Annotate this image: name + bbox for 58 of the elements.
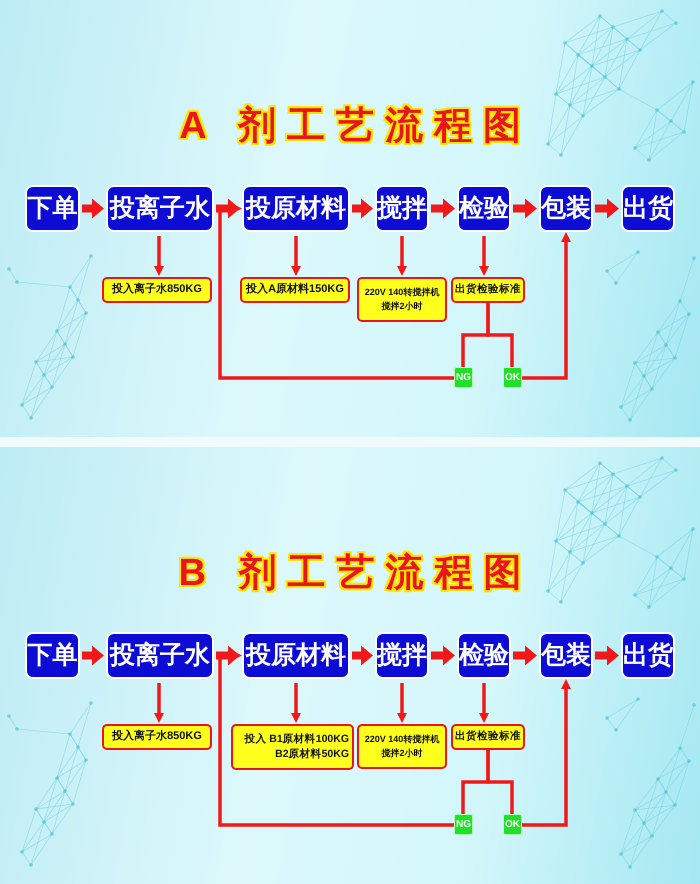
note-text: 220V 140转搅拌机 [364, 733, 440, 746]
arrow [431, 646, 455, 666]
process-step-box: 出货 [621, 185, 675, 232]
arrow [397, 236, 407, 276]
arrow [479, 683, 489, 723]
arrow [522, 232, 571, 380]
arrow [154, 683, 164, 723]
process-step-box: 检验 [457, 185, 511, 232]
note-box: 出货检验标准 [451, 277, 525, 303]
arrow [218, 650, 454, 827]
arrow [513, 646, 537, 666]
note-text: 220V 140转搅拌机 [364, 286, 440, 300]
note-box: 投入离子水850KG [102, 724, 212, 750]
process-step-box: 下单 [25, 185, 80, 232]
process-step-box: 投原材料 [242, 632, 350, 679]
arrow [218, 204, 454, 380]
process-step-box: 搅拌 [375, 632, 429, 679]
arrow [291, 683, 301, 723]
connector-line [486, 750, 514, 814]
note-text: 搅拌2小时 [381, 300, 422, 312]
process-step-box: 搅拌 [375, 185, 429, 232]
arrow [595, 646, 619, 666]
process-step-box: 投离子水 [106, 185, 214, 232]
note-box [357, 277, 447, 322]
process-step-box: 出货 [621, 632, 675, 679]
flow-panel [0, 447, 700, 884]
note-box: 投入 B1原材料100KG B2原材料50KG [231, 724, 354, 770]
arrow [522, 679, 571, 827]
process-step-box: 投离子水 [106, 632, 214, 679]
panel-title: B 剂工艺流程图 [178, 551, 532, 596]
arrow [397, 683, 407, 723]
result-tag: OK [503, 814, 522, 835]
process-step-box: 包装 [539, 632, 593, 679]
connector-line [486, 303, 514, 367]
note-box [357, 724, 447, 769]
result-tag: NG [454, 367, 473, 388]
arrow [154, 236, 164, 276]
note-text: 搅拌2小时 [381, 746, 422, 760]
flow-panel [0, 0, 700, 437]
process-step-box: 下单 [25, 632, 80, 679]
process-step-box: 包装 [539, 185, 593, 232]
arrow [352, 646, 373, 666]
note-box: 出货检验标准 [451, 724, 525, 750]
arrow [82, 198, 104, 218]
arrow [82, 646, 104, 666]
arrow [513, 198, 537, 218]
note-box: 投入离子水850KG [102, 277, 212, 303]
arrow [479, 236, 489, 276]
panel-title: A 剂工艺流程图 [178, 104, 532, 149]
result-tag: NG [454, 814, 473, 835]
arrow [291, 236, 301, 276]
process-step-box: 检验 [457, 632, 511, 679]
arrow [595, 198, 619, 218]
arrow [352, 198, 373, 218]
arrow [431, 198, 455, 218]
note-box: 投入A原材料150KG [240, 277, 350, 303]
result-tag: OK [503, 367, 522, 388]
process-step-box: 投原材料 [242, 185, 350, 232]
